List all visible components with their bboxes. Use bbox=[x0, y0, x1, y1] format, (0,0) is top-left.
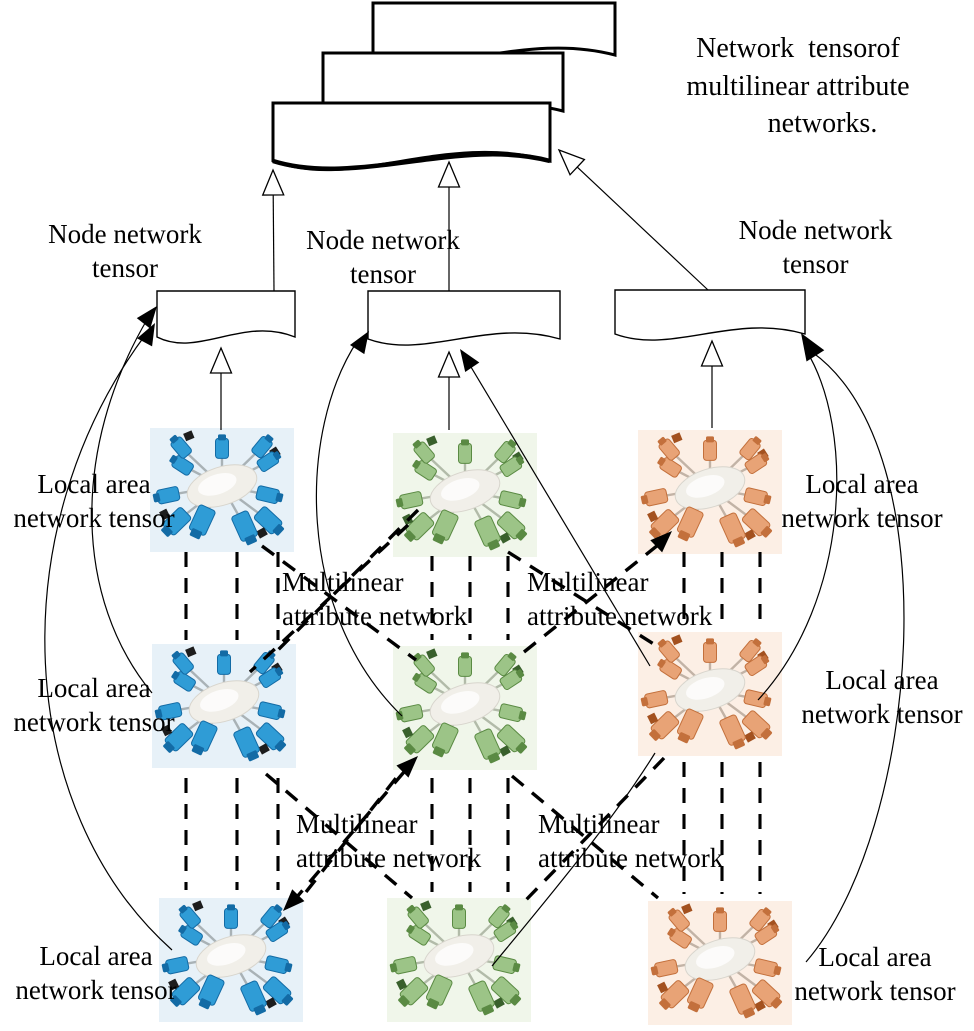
node-tensor-sheet-2 bbox=[367, 290, 561, 346]
cluster-orange-row2 bbox=[638, 632, 782, 756]
cluster-green-row2 bbox=[393, 646, 537, 770]
cluster-green-row1 bbox=[393, 433, 537, 557]
arrows bbox=[136, 148, 825, 911]
tensor-sheets bbox=[156, 1, 806, 346]
dashed-relations bbox=[184, 508, 762, 904]
cluster-orange-row1 bbox=[638, 430, 782, 554]
connector-curves bbox=[44, 317, 905, 967]
node-tensor-sheet-3 bbox=[614, 289, 806, 341]
cluster-green-row3 bbox=[387, 898, 531, 1022]
network-clusters bbox=[150, 428, 792, 1025]
cluster-blue-row1 bbox=[150, 428, 294, 552]
cluster-blue-row2 bbox=[152, 644, 296, 768]
cluster-blue-row3 bbox=[159, 898, 303, 1022]
cluster-orange-row3 bbox=[648, 901, 792, 1025]
node-tensor-sheet-1 bbox=[156, 290, 296, 344]
